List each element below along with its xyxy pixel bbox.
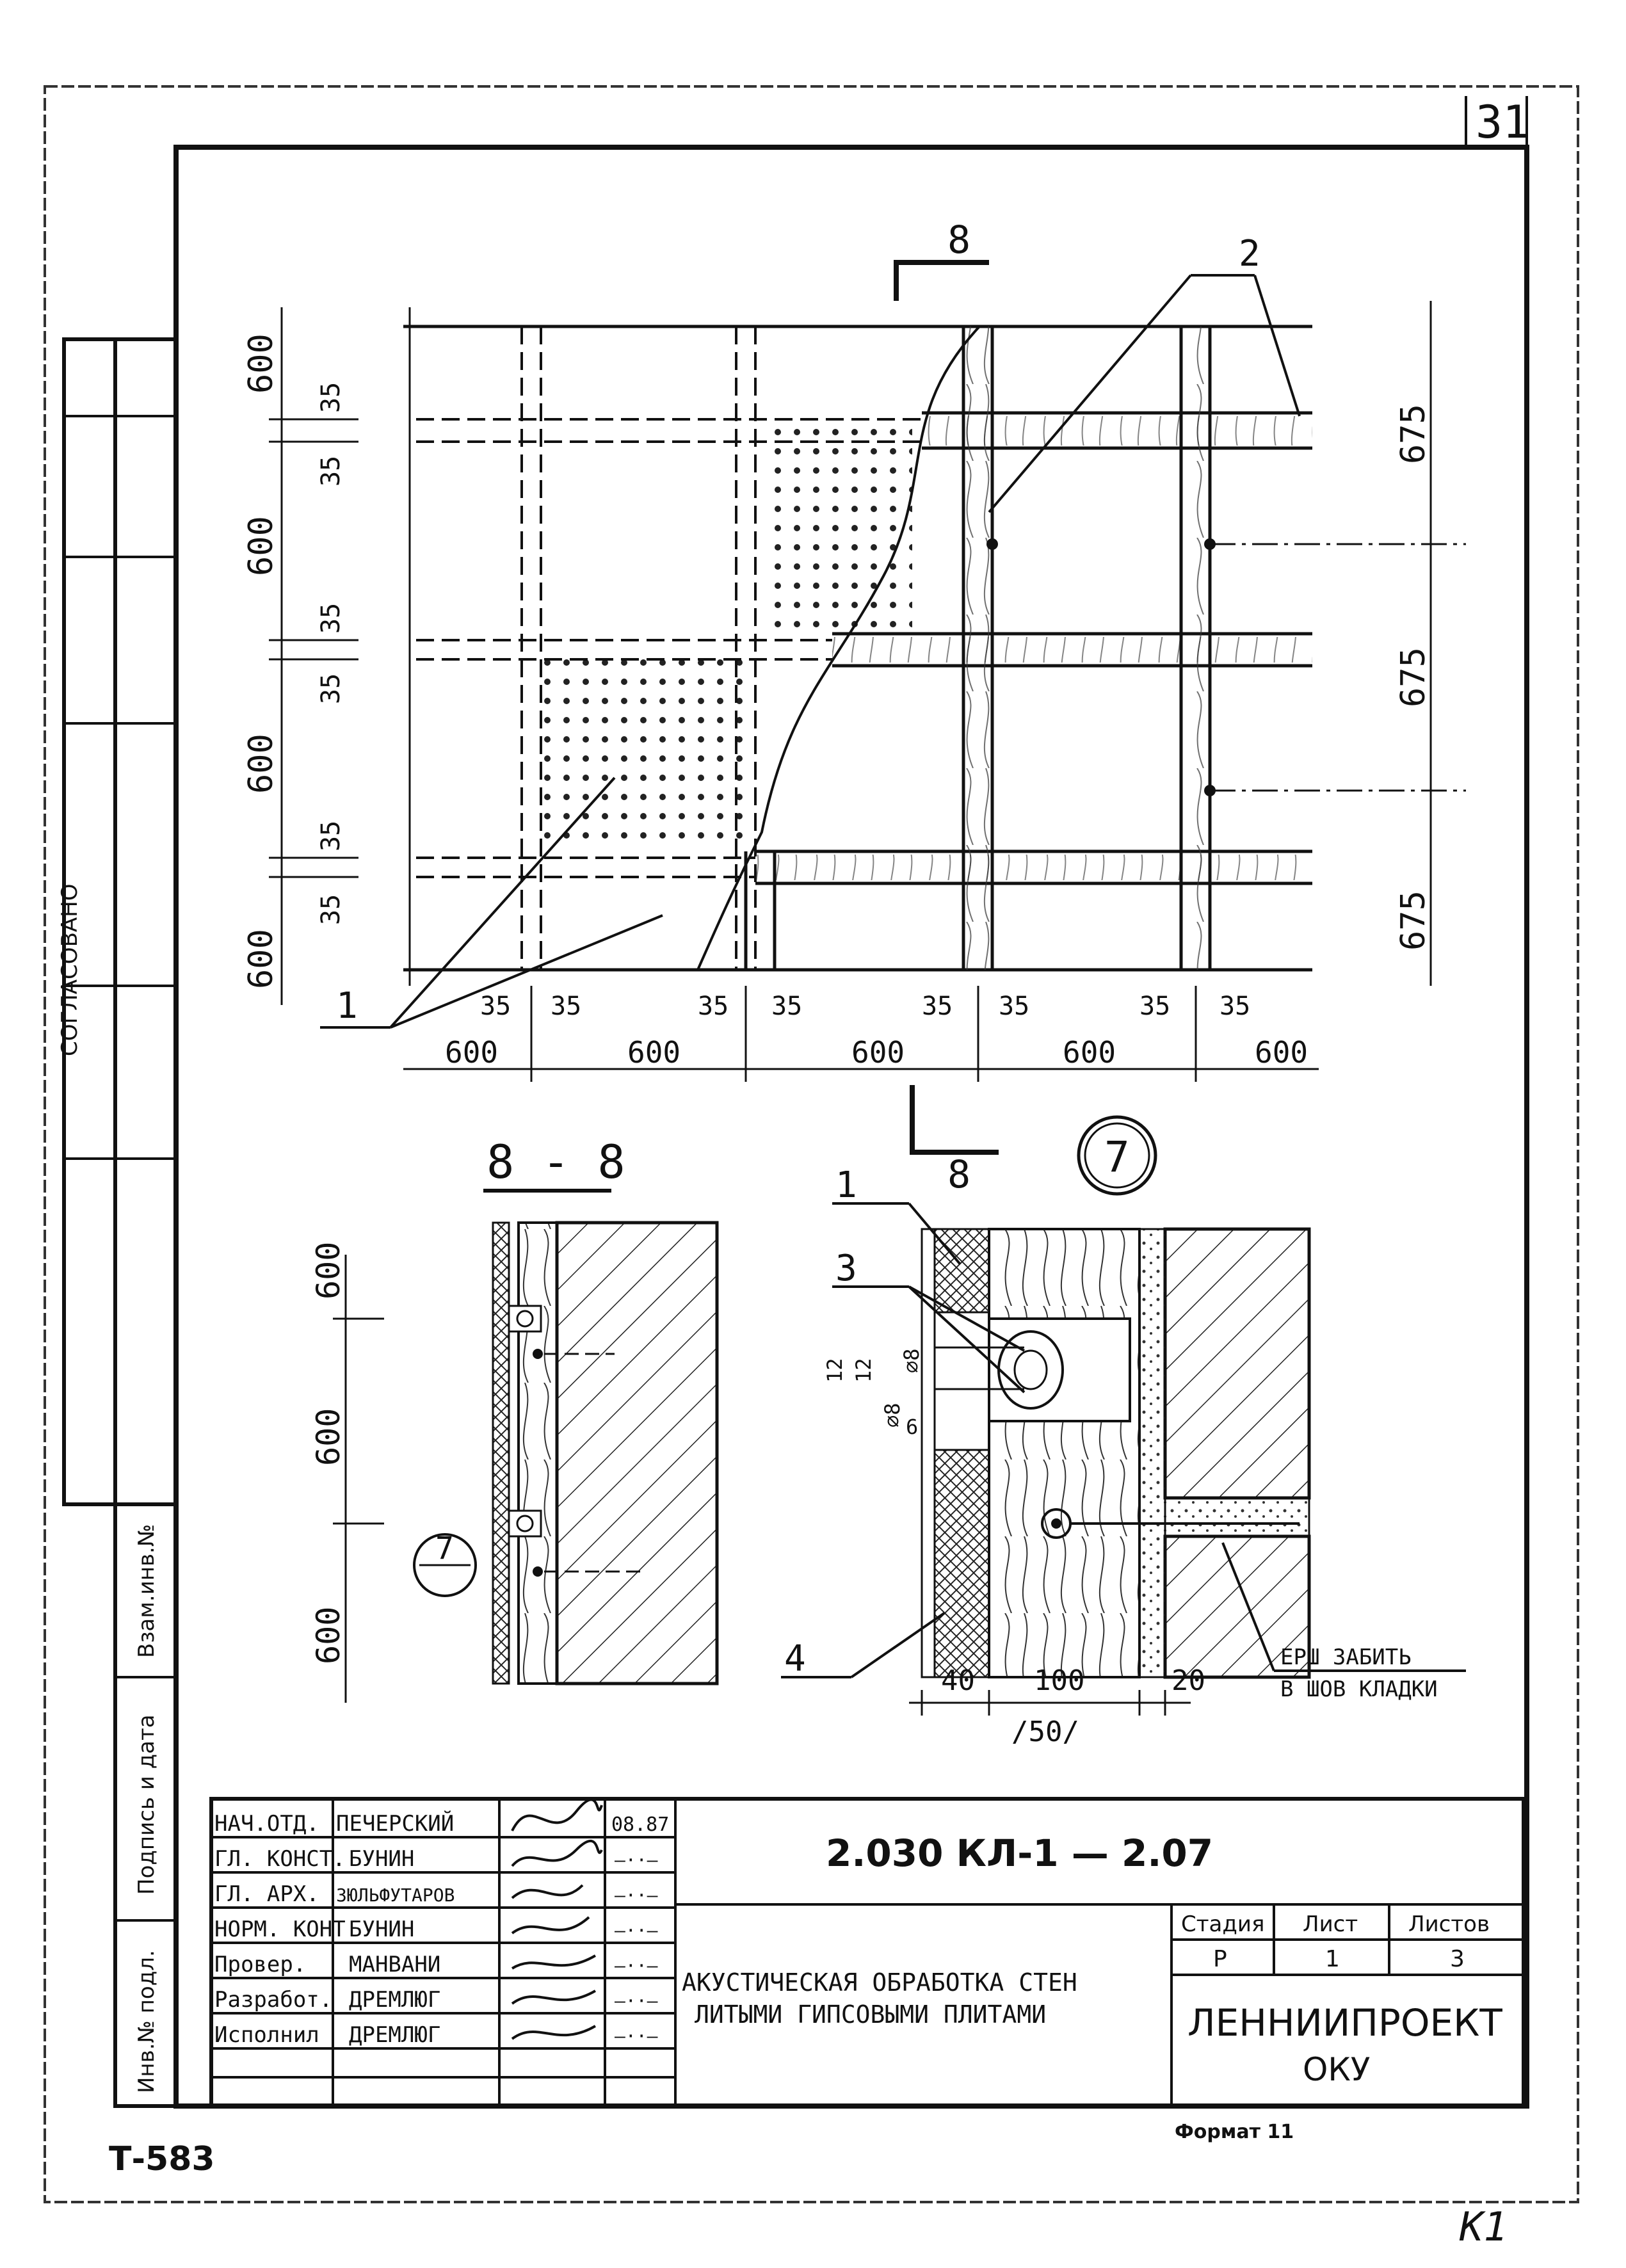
detail-callout-1: 1	[835, 1164, 857, 1206]
bottom-small-dim-1: 35	[480, 992, 511, 1021]
sig-name-6: ДРЕМЛЮГ	[349, 1987, 440, 2013]
podpis-data-label: Подпись и дата	[134, 1714, 159, 1895]
sig-name-2: БУНИН	[349, 1846, 414, 1872]
detail-dim-100: 100	[1034, 1664, 1084, 1697]
corner-mark: К1	[1459, 2203, 1508, 2250]
title-block: НАЧ.ОТД. ПЕЧЕРСКИЙ ГЛ. КОНСТ. БУНИН ГЛ. …	[209, 1797, 1525, 2108]
sheet-number-box: 31	[1465, 96, 1529, 149]
drawing-title-1: АКУСТИЧЕСКАЯ ОБРАБОТКА СТЕН	[682, 1968, 1077, 1997]
detail-dim-20: 20	[1171, 1664, 1205, 1697]
sig-role-6: Разработ.	[214, 1987, 332, 2013]
bottom-small-dim-8: 35	[1220, 992, 1250, 1021]
sig-name-1: ПЕЧЕРСКИЙ	[336, 1810, 454, 1837]
sig-role-5: Провер.	[214, 1952, 306, 1977]
sig-role-1: НАЧ.ОТД.	[214, 1811, 319, 1837]
left-dim-3: 35	[316, 456, 346, 487]
format-label: Формат 11	[1175, 2121, 1294, 2143]
inv-podl-label: Инв.№ подл.	[134, 1950, 159, 2093]
detail-small-dim-3: ⌀8	[899, 1348, 924, 1373]
soglasovano-label: СОГЛАСОВАНО	[57, 884, 83, 1056]
section-8-8: 8 - 8 600 600 600 7	[310, 1135, 719, 1703]
sheet-header: Лист	[1303, 1911, 1358, 1937]
sig-name-3: ЗЮЛЬФУТАРОВ	[336, 1885, 455, 1906]
detail-sub-dim: /50/	[1011, 1716, 1079, 1748]
svg-text:–··–: –··–	[615, 2025, 658, 2047]
drawing-title-2: ЛИТЫМИ ГИПСОВЫМИ ПЛИТАМИ	[695, 2000, 1046, 2029]
section-dim-2: 600	[310, 1408, 347, 1466]
sheets-header: Листов	[1408, 1911, 1490, 1937]
left-dim-8: 35	[316, 821, 346, 851]
sig-date: 08.87	[611, 1814, 669, 1836]
sheets-value: 3	[1450, 1946, 1465, 1972]
bottom-dim-3: 600	[851, 1035, 905, 1070]
sig-role-3: ГЛ. АРХ.	[214, 1881, 319, 1907]
section-title: 8 - 8	[487, 1135, 625, 1189]
bottom-small-dim-6: 35	[999, 992, 1029, 1021]
detail-callout-3: 3	[835, 1248, 857, 1289]
right-dim-1: 675	[1394, 404, 1433, 464]
right-dim-2: 675	[1394, 647, 1433, 707]
detail-number: 7	[1104, 1132, 1130, 1182]
sheet-number: 31	[1476, 96, 1529, 149]
detail-note-2: В ШОВ КЛАДКИ	[1280, 1677, 1438, 1702]
svg-text:–··–: –··–	[615, 1885, 658, 1906]
right-dim-3: 675	[1394, 890, 1433, 951]
svg-text:–··–: –··–	[615, 1955, 658, 1976]
stage-header: Стадия	[1181, 1911, 1264, 1937]
bottom-small-dim-4: 35	[771, 992, 802, 1021]
svg-text:–··–: –··–	[615, 1990, 658, 2011]
bottom-dim-4: 600	[1063, 1035, 1116, 1070]
section-dim-1: 600	[310, 1242, 347, 1299]
section-dim-3: 600	[310, 1607, 347, 1664]
bottom-dim-5: 600	[1255, 1035, 1308, 1070]
archive-code: Т-583	[109, 2140, 215, 2178]
svg-text:–··–: –··–	[615, 1849, 658, 1870]
bottom-small-dim-7: 35	[1139, 992, 1170, 1021]
section-mark-bottom: 8	[947, 1152, 970, 1197]
left-dim-4: 600	[242, 516, 280, 576]
callout-2: 2	[1239, 233, 1260, 275]
detail-callout-4: 4	[784, 1638, 806, 1680]
bottom-small-dim-5: 35	[922, 992, 953, 1021]
detail-small-dim-4: ⌀8	[880, 1403, 905, 1428]
detail-note-1: ЕРШ ЗАБИТЬ	[1280, 1645, 1412, 1670]
left-dim-6: 35	[316, 673, 346, 704]
drawing-code: 2.030 КЛ-1 — 2.07	[826, 1831, 1213, 1875]
sig-role-7: Исполнил	[214, 2022, 319, 2048]
detail-dim-40: 40	[941, 1664, 975, 1697]
left-dim-7: 600	[242, 734, 280, 794]
detail-7: 7	[781, 1115, 1466, 1748]
detail-small-dim-2: 12	[851, 1358, 876, 1383]
detail-small-dim-1: 12	[823, 1358, 847, 1383]
left-dim-5: 35	[316, 603, 346, 634]
organization-1: ЛЕННИИПРОЕКТ	[1187, 2001, 1502, 2045]
organization-2: ОКУ	[1303, 2051, 1370, 2088]
detail-small-dim-5: 6	[906, 1415, 918, 1439]
wall-elevation: 8 8 600 35 35 600 35 35 600 35 35 600 67…	[242, 218, 1466, 1197]
side-stamp: СОГЛАСОВАНО Взам.инв.№ Подпись и дата Ин…	[57, 337, 178, 2108]
svg-text:–··–: –··–	[615, 1920, 658, 1941]
left-dim-1: 600	[242, 334, 280, 394]
sig-name-7: ДРЕМЛЮГ	[349, 2022, 440, 2048]
left-dim-2: 35	[316, 382, 346, 413]
left-dim-10: 600	[242, 929, 280, 989]
sig-role-2: ГЛ. КОНСТ.	[214, 1846, 346, 1872]
section-mark-top: 8	[947, 218, 970, 262]
bottom-small-dim-3: 35	[698, 992, 728, 1021]
bottom-dim-1: 600	[445, 1035, 498, 1070]
sig-role-4: НОРМ. КОНТ	[214, 1917, 346, 1942]
bottom-small-dim-2: 35	[551, 992, 581, 1021]
callout-1: 1	[336, 985, 358, 1027]
sig-name-4: БУНИН	[349, 1917, 414, 1942]
sheet-value: 1	[1325, 1946, 1340, 1972]
bottom-dim-2: 600	[627, 1035, 680, 1070]
stage-value: Р	[1213, 1946, 1227, 1972]
section-detail-ref: 7	[435, 1531, 454, 1566]
vzam-inv-label: Взам.инв.№	[134, 1524, 159, 1658]
sig-name-5: МАНВАНИ	[349, 1952, 440, 1977]
left-dim-9: 35	[316, 894, 346, 925]
